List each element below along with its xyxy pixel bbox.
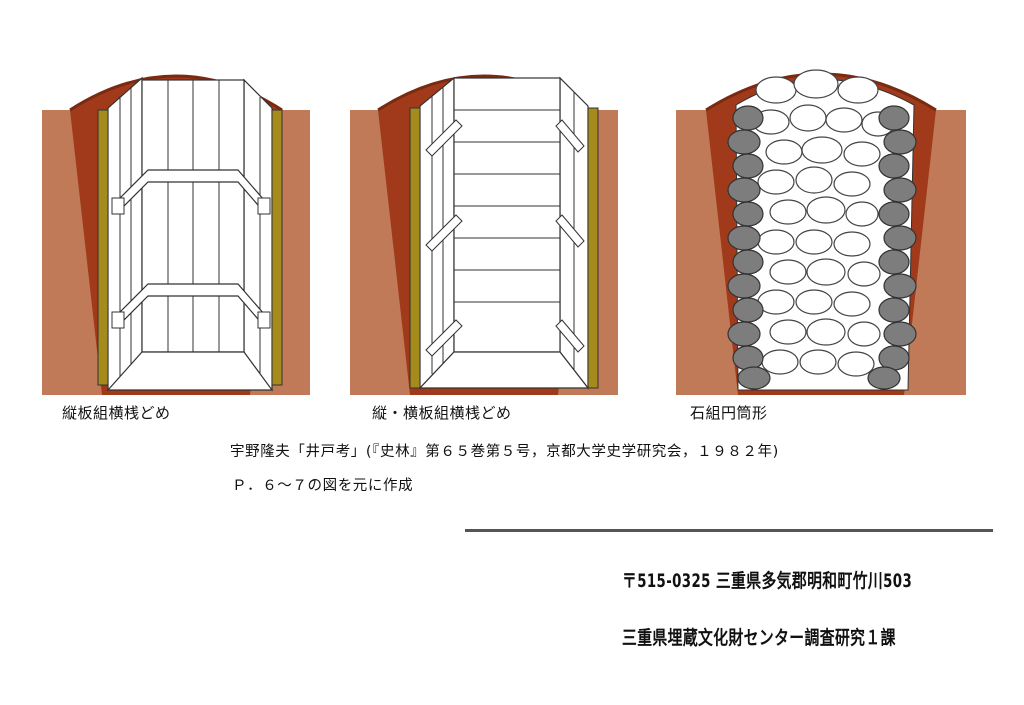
citation-pages: Ｐ．６～７の図を元に作成 <box>232 478 414 494</box>
well-diagram-vertical-boards-svg <box>42 74 310 395</box>
well-diagram-vertical-boards <box>42 60 310 395</box>
back-stones <box>752 69 895 377</box>
well-floor <box>418 351 590 389</box>
right-post <box>587 107 599 389</box>
right-side-boards <box>243 78 273 392</box>
well-diagram-stone-lined <box>676 60 966 395</box>
citation-source: 宇野隆夫「井戸考」(『史林』第６５巻第５号，京都大学史学研究会，１９８２年) <box>230 444 779 460</box>
left-wall-stones <box>727 105 771 390</box>
footer-address: 〒515-0325 三重県多気郡明和町竹川503 <box>622 570 913 592</box>
well-floor <box>106 351 274 391</box>
right-wall-stones <box>867 105 917 390</box>
batten-lower <box>111 283 271 329</box>
batten-upper <box>111 169 271 215</box>
left-post <box>409 107 421 389</box>
right-post <box>271 109 283 386</box>
well-diagram-mixed-boards-svg <box>350 74 618 395</box>
caption-stone-lined: 石組円筒形 <box>690 404 768 422</box>
right-battens <box>555 119 585 353</box>
divider-line <box>465 529 993 532</box>
well-diagram-mixed-boards <box>350 60 618 395</box>
caption-mixed-boards: 縦・横板組横桟どめ <box>372 404 512 422</box>
caption-vertical-boards: 縦板組横桟どめ <box>62 404 171 422</box>
left-battens <box>425 119 463 357</box>
well-diagram-stone-lined-svg <box>676 69 966 395</box>
left-side-boards <box>107 76 143 392</box>
back-horizontal-boards <box>453 77 561 353</box>
left-post <box>97 109 109 386</box>
footer-organization: 三重県埋蔵文化財センター調査研究１課 <box>622 627 896 649</box>
